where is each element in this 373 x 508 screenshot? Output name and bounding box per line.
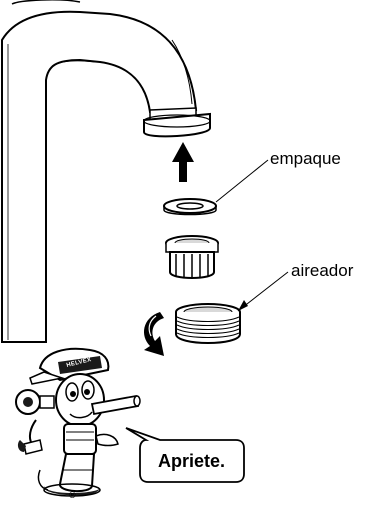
registered-mark: ® [69, 490, 76, 500]
mascot-figure [15, 347, 141, 497]
instruction-callout [125, 427, 245, 483]
aerator-insert-part [165, 235, 219, 279]
instruction-text: Apriete. [157, 451, 226, 471]
faucet-spout [1, 0, 198, 343]
aerator-housing-part [175, 303, 241, 344]
rotate-clockwise-icon [144, 312, 164, 356]
aerator-label: aireador [291, 261, 354, 280]
gasket-leader-line [215, 159, 269, 203]
spout-nozzle [143, 107, 211, 138]
aerator-leader-arrowhead [238, 300, 248, 311]
gasket-label: empaque [270, 149, 341, 168]
gasket-part [163, 198, 217, 216]
arrow-up-icon [172, 142, 194, 182]
